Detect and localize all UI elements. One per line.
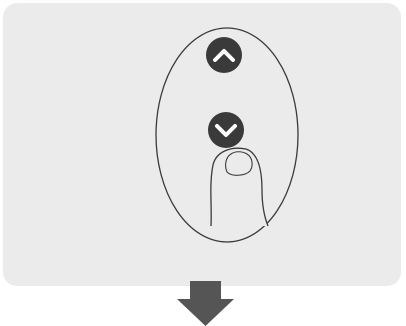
finger-press-icon bbox=[211, 148, 268, 226]
chevron-up-icon bbox=[206, 37, 242, 73]
arrow-down-icon bbox=[177, 281, 234, 326]
chevron-down-icon bbox=[208, 112, 244, 148]
